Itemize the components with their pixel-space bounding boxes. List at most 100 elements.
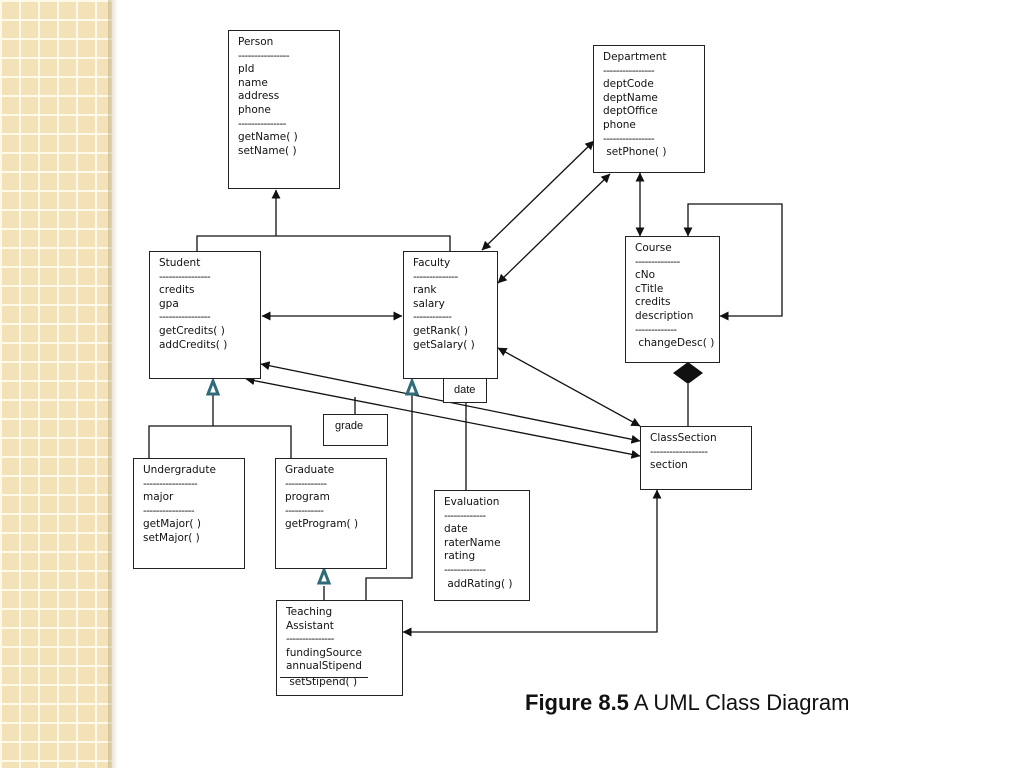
attribute: annualStipend bbox=[286, 660, 362, 673]
class-name: ClassSection bbox=[650, 432, 717, 444]
association-class-date[interactable]: date bbox=[443, 378, 487, 403]
faculty-department-association-1 bbox=[481, 140, 595, 251]
class-name: Department bbox=[603, 51, 667, 63]
method: changeDesc( ) bbox=[635, 337, 715, 350]
separator: ------------- bbox=[635, 323, 677, 336]
separator: -------------- bbox=[635, 255, 680, 268]
method: getCredits( ) bbox=[159, 324, 225, 337]
attribute: rating bbox=[444, 550, 476, 563]
method: getMajor( ) bbox=[143, 518, 201, 531]
class-person[interactable]: Person ---------------- pId name address… bbox=[228, 30, 340, 189]
attribute: description bbox=[635, 309, 694, 322]
attribute: fundingSource bbox=[286, 646, 362, 659]
class-name: Student bbox=[159, 257, 201, 269]
separator: -------------- bbox=[413, 270, 458, 283]
association-class-label: date bbox=[454, 384, 476, 396]
method: setMajor( ) bbox=[143, 531, 200, 544]
attribute: deptCode bbox=[603, 78, 654, 91]
method: addRating( ) bbox=[444, 577, 513, 590]
side-panel-shadow bbox=[108, 0, 118, 768]
class-faculty[interactable]: Faculty -------------- rank salary -----… bbox=[403, 251, 498, 379]
faculty-classsection-association bbox=[497, 347, 641, 427]
attribute: phone bbox=[238, 103, 271, 116]
method: setStipend( ) bbox=[286, 675, 358, 688]
attribute: raterName bbox=[444, 536, 501, 549]
class-name-line1: Teaching bbox=[286, 606, 333, 618]
method: getName( ) bbox=[238, 131, 298, 144]
separator: ---------------- bbox=[238, 49, 290, 62]
attribute: major bbox=[143, 491, 174, 504]
class-name: Graduate bbox=[285, 464, 335, 476]
attribute: cNo bbox=[635, 269, 656, 282]
class-department[interactable]: Department ---------------- deptCode dep… bbox=[593, 45, 705, 173]
ta-method-divider bbox=[280, 677, 368, 678]
separator: ------------ bbox=[413, 311, 452, 324]
method: getProgram( ) bbox=[285, 518, 359, 531]
separator: ------------- bbox=[444, 563, 486, 576]
method: setPhone( ) bbox=[603, 146, 667, 159]
attribute: section bbox=[650, 459, 688, 472]
class-name-line2: Assistant bbox=[286, 619, 334, 632]
class-course[interactable]: Course -------------- cNo cTitle credits… bbox=[625, 236, 720, 363]
class-undergraduate[interactable]: Undergradute ----------------- major ---… bbox=[133, 458, 245, 569]
separator: ----------------- bbox=[143, 477, 198, 490]
class-classsection[interactable]: ClassSection ------------------ section bbox=[640, 426, 752, 490]
separator: ---------------- bbox=[159, 311, 211, 324]
attribute: salary bbox=[413, 297, 445, 310]
class-name: Course bbox=[635, 242, 672, 254]
classsection-ta-association bbox=[402, 489, 662, 637]
figure-title: A UML Class Diagram bbox=[633, 690, 850, 715]
class-graduate[interactable]: Graduate ------------- program ---------… bbox=[275, 458, 387, 569]
separator: --------------- bbox=[238, 117, 286, 130]
class-name: Undergradute bbox=[143, 464, 216, 476]
separator: ------------ bbox=[285, 504, 324, 517]
separator: ---------------- bbox=[159, 270, 211, 283]
class-evaluation[interactable]: Evaluation ------------- date raterName … bbox=[434, 490, 530, 601]
association-class-grade[interactable]: grade bbox=[323, 414, 388, 446]
attribute: deptName bbox=[603, 91, 658, 104]
generalization-triangle-icon-faculty bbox=[404, 376, 420, 396]
method: getSalary( ) bbox=[413, 338, 475, 351]
attribute: cTitle bbox=[635, 282, 664, 295]
generalization-triangle-icon-graduate bbox=[316, 565, 332, 585]
decorative-side-panel bbox=[0, 0, 112, 768]
method: setName( ) bbox=[238, 144, 297, 157]
method: getRank( ) bbox=[413, 324, 469, 337]
class-name: Faculty bbox=[413, 257, 451, 269]
separator: ------------- bbox=[285, 477, 327, 490]
faculty-department-association-2 bbox=[497, 173, 611, 284]
attribute: address bbox=[238, 90, 280, 103]
generalization-triangle-icon-student bbox=[205, 376, 221, 396]
class-name: Evaluation bbox=[444, 496, 500, 508]
attribute: pId bbox=[238, 63, 255, 76]
class-student[interactable]: Student ---------------- credits gpa ---… bbox=[149, 251, 261, 379]
class-teaching-assistant[interactable]: Teaching Assistant --------------- fundi… bbox=[276, 600, 403, 696]
ta-faculty-generalization bbox=[365, 395, 413, 600]
attribute: phone bbox=[603, 118, 636, 131]
association-class-label: grade bbox=[335, 420, 364, 432]
separator: ---------------- bbox=[603, 64, 655, 77]
separator: ------------- bbox=[444, 509, 486, 522]
student-classsection-association-2 bbox=[245, 376, 641, 459]
class-name: Person bbox=[238, 36, 274, 48]
figure-caption: Figure 8.5 A UML Class Diagram bbox=[525, 690, 849, 716]
separator: ---------------- bbox=[143, 504, 195, 517]
attribute: rank bbox=[413, 284, 437, 297]
separator: ---------------- bbox=[603, 132, 655, 145]
attribute: credits bbox=[635, 296, 671, 309]
separator: --------------- bbox=[286, 633, 334, 646]
course-self-association bbox=[683, 203, 783, 321]
attribute: gpa bbox=[159, 297, 179, 310]
person-inheritance-bar bbox=[196, 235, 451, 251]
method: addCredits( ) bbox=[159, 338, 228, 351]
attribute: name bbox=[238, 76, 268, 89]
attribute: deptOffice bbox=[603, 105, 658, 118]
attribute: date bbox=[444, 523, 468, 536]
attribute: program bbox=[285, 491, 330, 504]
student-generalization-bar bbox=[148, 425, 292, 458]
separator: ------------------ bbox=[650, 445, 708, 458]
attribute: credits bbox=[159, 284, 195, 297]
figure-label: Figure 8.5 bbox=[525, 690, 629, 715]
composition-diamond-icon bbox=[673, 362, 703, 384]
